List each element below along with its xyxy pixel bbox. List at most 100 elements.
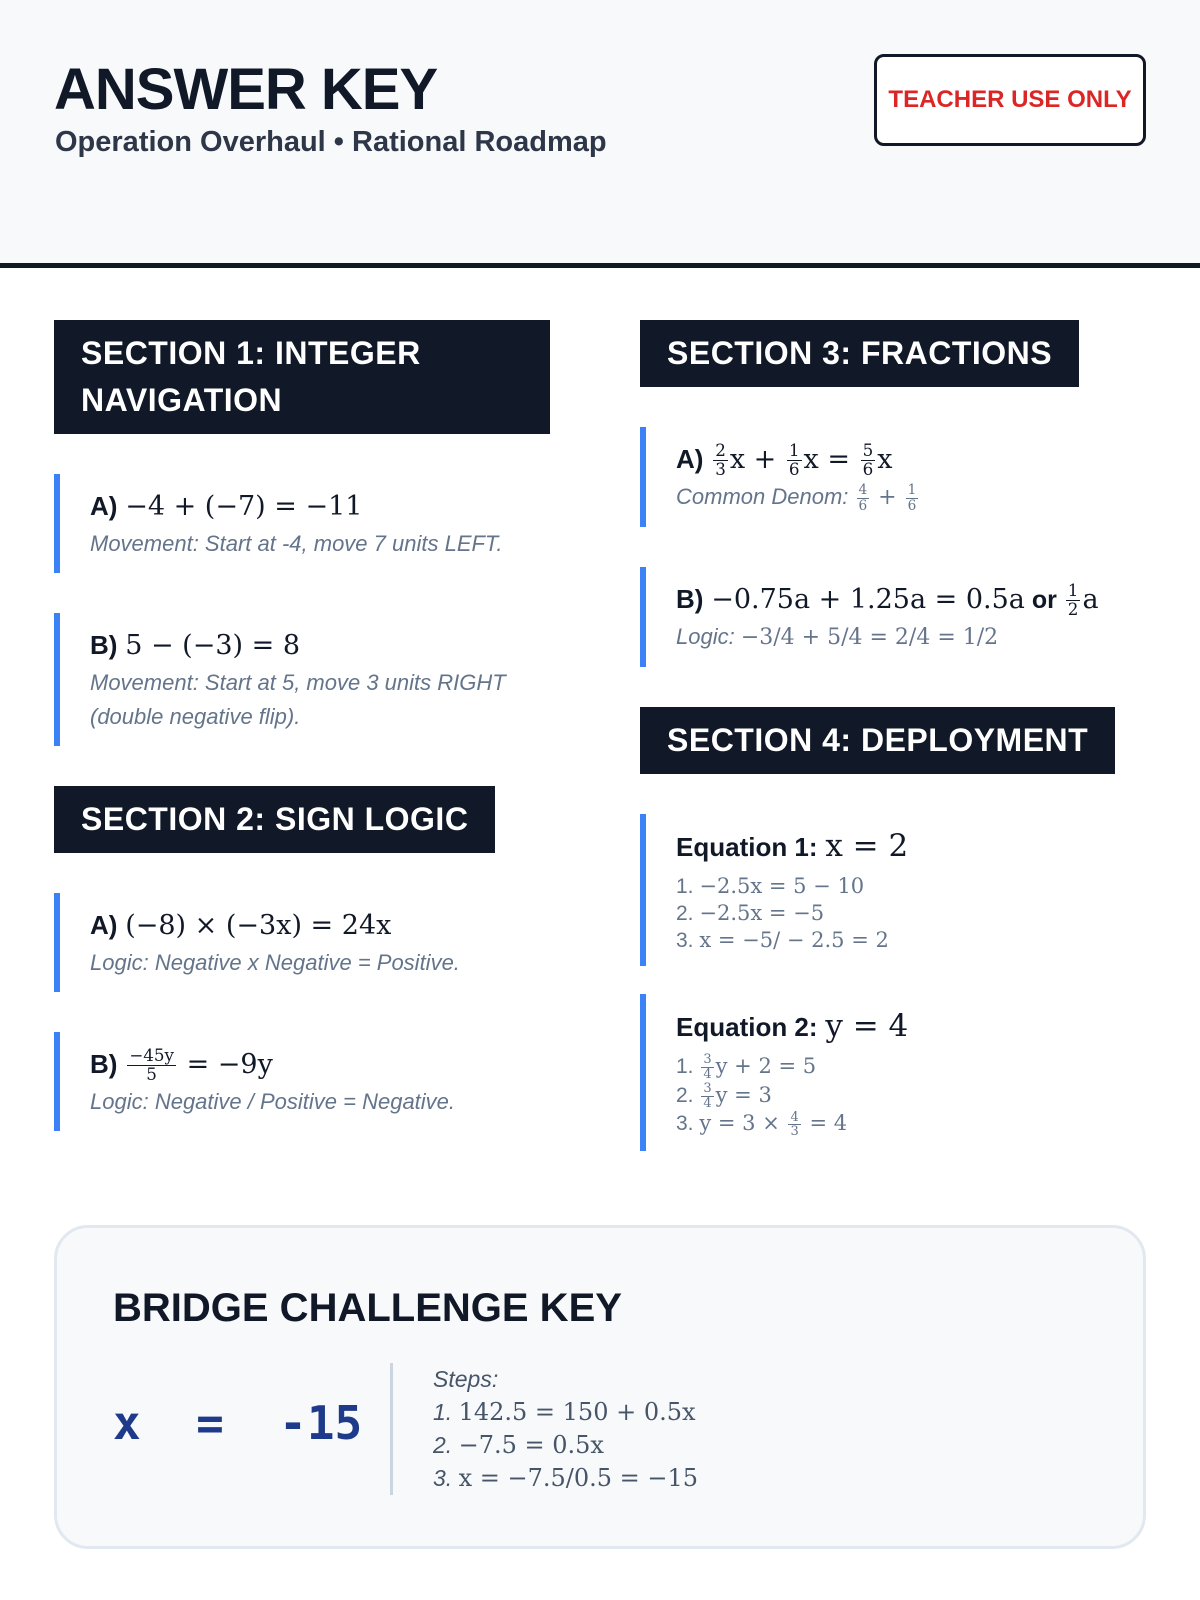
note-text: Movement: Start at -4, move 7 units LEFT… [90, 531, 502, 556]
math-text: x = −5/ − 2.5 = 2 [699, 928, 889, 952]
note-part: 2. [676, 902, 700, 925]
solution-steps: 1. −2.5x = 5 − 10 2. −2.5x = −5 3. x = −5/… [676, 873, 1150, 954]
math-text: = 4 [802, 1111, 848, 1136]
page-title: ANSWER KEY [54, 57, 438, 122]
note-part: Movement: Start at -4, move 7 units LEFT… [90, 531, 503, 556]
section-header: SECTION 2: SIGN LOGIC [54, 786, 496, 853]
math-text: x + [729, 444, 785, 475]
section-header: SECTION 3: FRACTIONS [640, 320, 1080, 387]
denominator: 6 [907, 497, 917, 514]
numerator: 2 [713, 440, 728, 461]
denominator: 4 [703, 1067, 712, 1082]
math-text: + [871, 485, 904, 510]
math-text: −3/4 + 5/4 = 2/4 = 1/2 [740, 625, 999, 650]
note-part: Logic: [676, 624, 741, 649]
math-text: a [1082, 584, 1099, 615]
section-4: SECTION 4: DEPLOYMENT Equation 1: x = 2 1.… [640, 707, 1150, 1151]
math-text: y = 3 × [699, 1111, 787, 1136]
bridge-challenge-card: BRIDGE CHALLENGE KEY x = -15 Steps: 1. 1… [54, 1225, 1146, 1549]
denominator: 3 [790, 1124, 799, 1140]
denominator: 2 [1067, 599, 1079, 619]
math-expression: x = −5/ − 2.5 = 2 [699, 928, 888, 952]
logic-note: Movement: Start at -4, move 7 units LEFT… [90, 527, 564, 561]
logic-note: Logic: −3/4 + 5/4 = 2/4 = 1/2 [676, 620, 1150, 655]
divider [390, 1363, 393, 1495]
answer-line: Equation 2: y = 4 [676, 1006, 1150, 1047]
bridge-step: 2. −7.5 = 0.5x [433, 1431, 604, 1459]
note-text: 3. x = −5/ − 2.5 = 2 [676, 928, 889, 952]
section-header: SECTION 4: DEPLOYMENT [640, 707, 1116, 774]
math-text: y = 4 [825, 1008, 909, 1044]
denominator: 4 [703, 1095, 712, 1111]
header: ANSWER KEY Operation Overhaul • Rational… [0, 0, 1200, 268]
numerator: 3 [701, 1081, 714, 1097]
math-text: −4 + (−7) = −11 [125, 491, 363, 522]
numerator: 3 [701, 1052, 714, 1068]
bridge-title: BRIDGE CHALLENGE KEY [113, 1286, 622, 1330]
item-label: Equation 1: [676, 832, 818, 862]
denominator: 3 [715, 459, 726, 479]
item-label: B) [676, 584, 704, 614]
note-text: Logic: Negative x Negative = Positive. [90, 950, 460, 975]
math-text: y + 2 = 5 [715, 1054, 817, 1078]
math-text: 5 − (−3) = 8 [125, 630, 301, 661]
item-label: B) [90, 630, 118, 660]
note-part: 3. [676, 929, 700, 952]
bridge-answer: x = -15 [113, 1396, 363, 1450]
numerator: 1 [786, 440, 802, 461]
math-text: −0.75a + 1.25a = 0.5a [711, 584, 1025, 615]
bridge-step: 1. 142.5 = 150 + 0.5x [433, 1398, 696, 1426]
note-text: 1. −2.5x = 5 − 10 [676, 874, 864, 898]
math-text: (−8) × (−3x) = 24x [125, 910, 392, 941]
bridge-step: 3. x = −7.5/0.5 = −15 [433, 1464, 699, 1492]
math-expression: −2.5x = 5 − 10 [699, 874, 864, 898]
math-text: x = 2 [825, 828, 909, 864]
note-part: Movement: Start at 5, move 3 units RIGHT… [90, 670, 506, 729]
answer-line: B) 5 − (−3) = 8 [90, 625, 564, 666]
section-2: SECTION 2: SIGN LOGIC A) (−8) × (−3x) = 2… [54, 786, 564, 1131]
math-text: = −9y [178, 1049, 273, 1080]
answer-line: A) −4 + (−7) = −11 [90, 486, 564, 527]
logic-note: Logic: Negative / Positive = Negative. [90, 1085, 564, 1119]
item-label: B) [90, 1049, 118, 1079]
math-expression: −4 + (−7) = −11 [125, 491, 362, 522]
math-text: −2.5x = 5 − 10 [699, 874, 865, 898]
math-expression: −2.5x = −5 [699, 901, 824, 925]
denominator: 5 [146, 1064, 157, 1084]
item-label: A) [90, 910, 118, 940]
note-part: Logic: Negative / Positive = Negative. [90, 1089, 456, 1114]
page-subtitle: Operation Overhaul • Rational Roadmap [55, 126, 607, 158]
solution-step: 1. −2.5x = 5 − 10 [676, 873, 1150, 900]
